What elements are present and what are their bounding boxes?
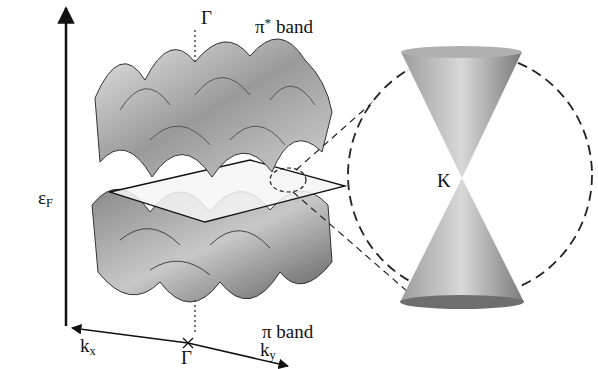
axis-label: ky [260, 340, 276, 361]
axis-label: kx [80, 336, 96, 357]
k-point-label: K [437, 171, 451, 190]
gamma-point-label: Γ [201, 8, 212, 27]
band-label: π band [262, 322, 313, 341]
fermi-energy-label: εF [38, 188, 53, 209]
gamma-point-label: Γ [181, 348, 192, 367]
band-label: π* band [255, 16, 313, 36]
